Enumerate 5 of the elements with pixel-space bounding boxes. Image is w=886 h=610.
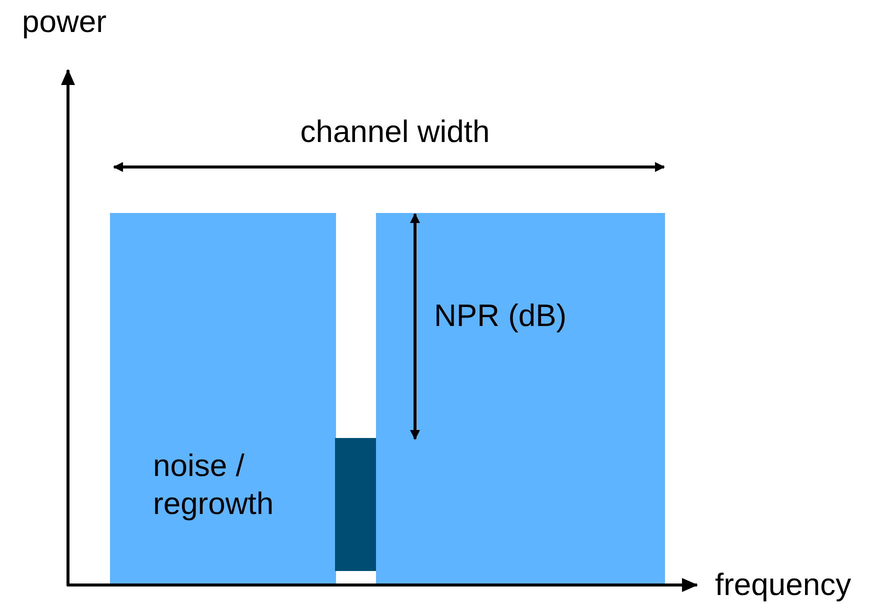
axis-label: power	[22, 3, 108, 41]
dimension-label: channel width	[299, 113, 491, 151]
axis-label: frequency	[715, 566, 852, 604]
dimension-label: NPR (dB)	[434, 297, 568, 335]
noise-label: noise / regrowth	[153, 447, 275, 523]
